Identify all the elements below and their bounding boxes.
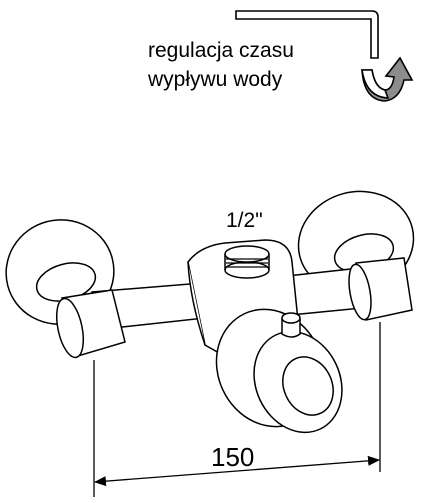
caption-line-2: wypływu wody xyxy=(148,68,283,91)
dimension-150 xyxy=(93,322,381,497)
thread-size-label: 1/2" xyxy=(226,209,263,232)
faucet-body xyxy=(5,190,415,434)
dimension-label: 150 xyxy=(211,442,255,472)
rotation-arrow-icon xyxy=(361,56,414,102)
caption-line-1: regulacja czasu xyxy=(148,39,294,62)
allen-key-icon xyxy=(235,10,379,59)
